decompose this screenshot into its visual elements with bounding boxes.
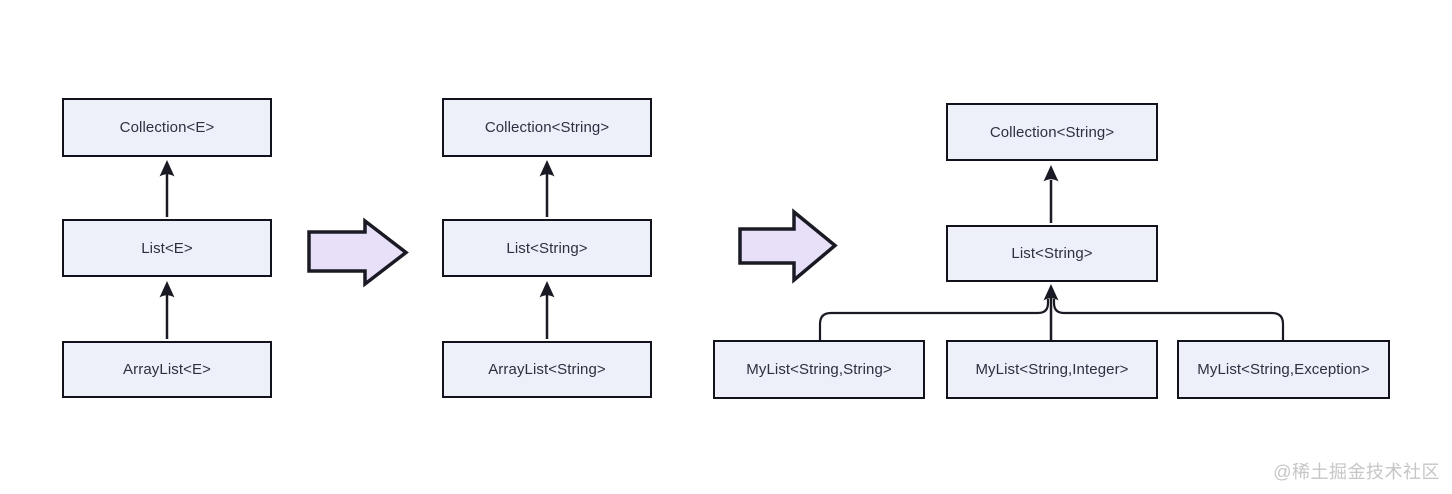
box-arraylist-string: ArrayList<String> (442, 341, 652, 398)
box-collection-string: Collection<String> (442, 98, 652, 157)
box-mylist-string-integer: MyList<String,Integer> (946, 340, 1158, 399)
inheritance-arrow-custom-list-to-collection (1043, 165, 1059, 223)
box-mylist-string-exception: MyList<String,Exception> (1177, 340, 1390, 399)
inheritance-arrow-generic-list-to-collection (159, 160, 175, 217)
box-collection-e: Collection<E> (62, 98, 272, 157)
transform-arrow-icon (307, 217, 409, 288)
transform-arrow-icon (738, 208, 838, 284)
box-arraylist-e: ArrayList<E> (62, 341, 272, 398)
inheritance-arrow-string-arraylist-to-list (539, 281, 555, 339)
box-collection-string-2: Collection<String> (946, 103, 1158, 161)
box-list-string-2: List<String> (946, 225, 1158, 282)
box-list-e: List<E> (62, 219, 272, 277)
box-list-string: List<String> (442, 219, 652, 277)
box-mylist-string-string: MyList<String,String> (713, 340, 925, 399)
inheritance-arrow-generic-arraylist-to-list (159, 281, 175, 339)
inheritance-merge-connector (818, 284, 1285, 340)
inheritance-arrow-string-list-to-collection (539, 160, 555, 217)
watermark: @稀土掘金技术社区 (1273, 462, 1440, 482)
